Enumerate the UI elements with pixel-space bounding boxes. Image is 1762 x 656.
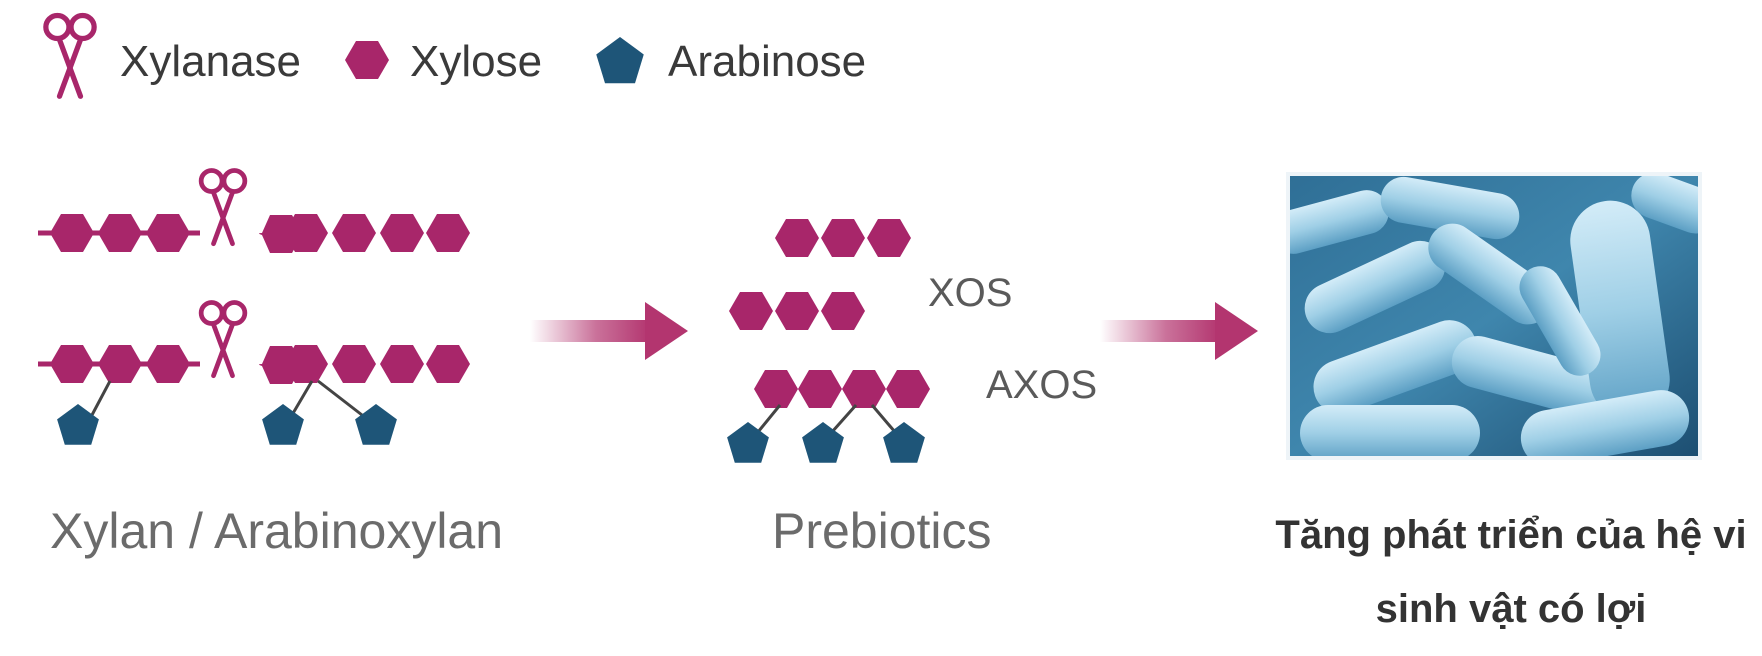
- result-caption: Tăng phát triển của hệ vi sinh vật có lợ…: [1275, 513, 1747, 631]
- stage-label-substrate: Xylan / Arabinoxylan: [50, 503, 503, 559]
- legend-label-arabinose: Arabinose: [668, 37, 866, 86]
- label-axos: AXOS: [986, 363, 1097, 407]
- xylan-scissors-icon: [201, 171, 245, 244]
- arabinoxylan-scissors-icon: [201, 303, 245, 376]
- legend-label-xylanase: Xylanase: [120, 37, 301, 86]
- xylan-chain: [38, 171, 470, 253]
- arrow-to-bacteria: [1100, 302, 1258, 360]
- xylanase-scissors-icon: [46, 15, 94, 96]
- xos-fragment-1: [775, 219, 911, 257]
- axos-fragment: [727, 370, 930, 463]
- label-xos: XOS: [928, 271, 1012, 315]
- legend: Xylanase Xylose Arabinose: [46, 15, 866, 96]
- xos-fragment-2: [729, 292, 865, 330]
- arabinoxylan-chain: [38, 303, 470, 445]
- xylose-hexagon-icon: [345, 41, 389, 79]
- stage-label-prebiotics: Prebiotics: [772, 503, 992, 559]
- arrow-to-prebiotics: [530, 302, 688, 360]
- legend-label-xylose: Xylose: [410, 37, 542, 86]
- bacteria-micrograph-image: [1286, 172, 1702, 460]
- arabinose-pentagon-icon: [596, 37, 644, 84]
